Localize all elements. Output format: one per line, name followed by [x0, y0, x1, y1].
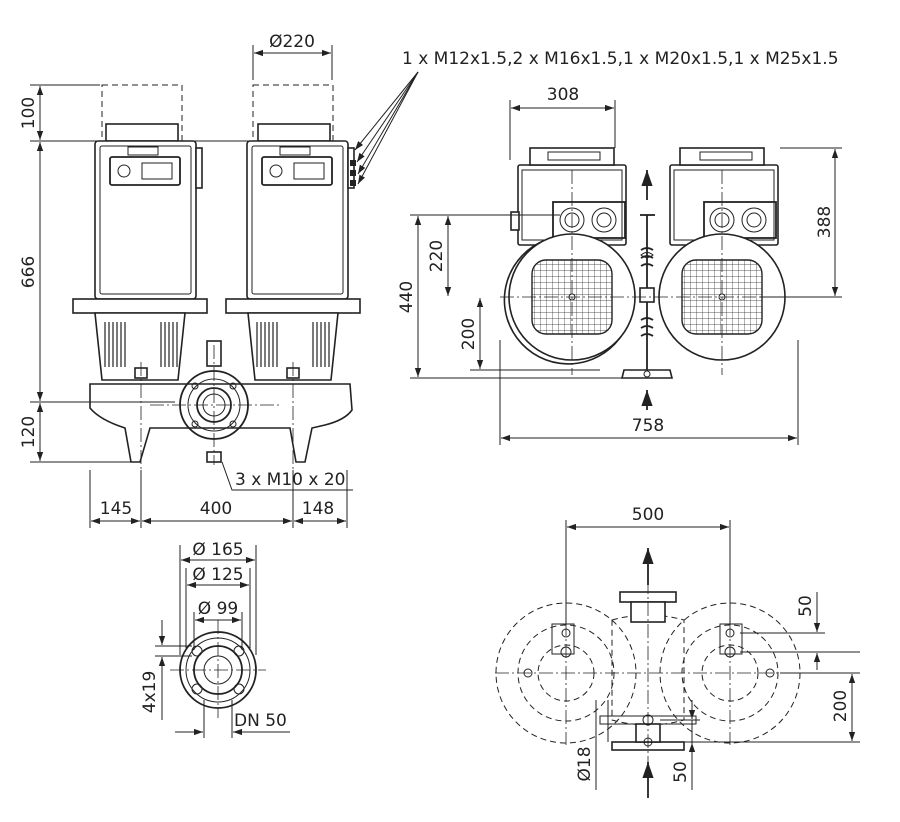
motor-height-label: 666 — [19, 256, 39, 288]
gland-left — [195, 147, 203, 189]
motor-axis-height-label: 220 — [427, 240, 447, 272]
left-offset-label: 145 — [100, 499, 132, 519]
motor-cap-left — [105, 123, 179, 142]
front-view: Ø220 1 x M12x1.5,2 x M16x1.5,1 x M20x1.5… — [19, 32, 839, 528]
motor-flange-right — [225, 298, 361, 314]
pipe-span-label: 400 — [200, 499, 232, 519]
bolt-holes-label: 4x19 — [140, 671, 160, 714]
gland-right — [347, 147, 355, 189]
flange-inner-label: Ø 99 — [198, 599, 238, 619]
clearance-height-label: 100 — [19, 97, 39, 129]
motor-width-label: 308 — [547, 85, 579, 105]
pump-housing — [89, 383, 353, 463]
foot-axis-height-label: 200 — [831, 690, 851, 722]
right-offset-label: 148 — [302, 499, 334, 519]
foot-offset-bottom-label: 50 — [671, 761, 691, 783]
cable-glands-label: 1 x M12x1.5,2 x M16x1.5,1 x M20x1.5,1 x … — [402, 49, 839, 69]
control-panel-right — [261, 156, 333, 186]
foot-offset-top-label: 50 — [796, 595, 816, 617]
flange-outer-label: Ø 165 — [192, 540, 243, 560]
flange-bolt-circle-label: Ø 125 — [192, 565, 243, 585]
bolt-hole — [191, 645, 203, 657]
motor-box-right — [669, 164, 779, 246]
motor-cap-right — [257, 123, 331, 142]
top-diameter-label: Ø220 — [269, 32, 315, 52]
foot-hole-diameter-label: Ø18 — [575, 746, 595, 781]
base-height-label: 120 — [19, 416, 39, 448]
pump-axis-height-label: 200 — [459, 318, 479, 350]
nominal-diameter-label: DN 50 — [234, 711, 287, 731]
overall-height-label: 440 — [397, 281, 417, 313]
foot-screws-label: 3 x M10 x 20 — [235, 470, 345, 490]
motor-top-left — [529, 147, 615, 166]
footprint-view: 500 50 200 Ø18 50 — [495, 505, 860, 798]
motor-flange-left — [72, 298, 208, 314]
top-view: 308 388 220 440 200 758 — [397, 85, 842, 445]
motor-box-height-label: 388 — [815, 206, 835, 238]
control-panel-left — [109, 156, 181, 186]
foot-span-label: 500 — [632, 505, 664, 525]
overall-width-label: 758 — [632, 416, 664, 436]
motor-top-right — [679, 147, 765, 166]
flange-view: Ø 165 Ø 125 Ø 99 4x19 DN 50 — [140, 540, 290, 738]
